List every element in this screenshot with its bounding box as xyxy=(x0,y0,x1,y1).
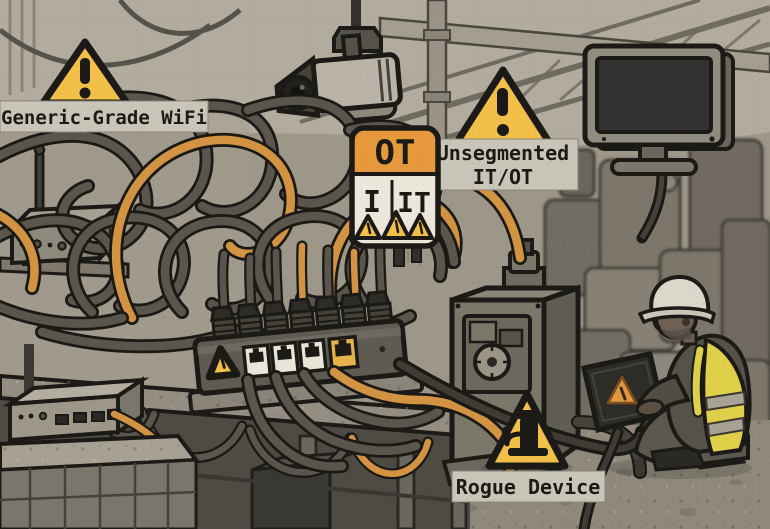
scene-canvas: Generic-Grade WiFi Unsegmented IT/OT Rog… xyxy=(0,0,770,529)
industrial-security-illustration: Generic-Grade WiFi Unsegmented IT/OT Rog… xyxy=(0,0,770,529)
grain-overlay xyxy=(0,0,770,529)
